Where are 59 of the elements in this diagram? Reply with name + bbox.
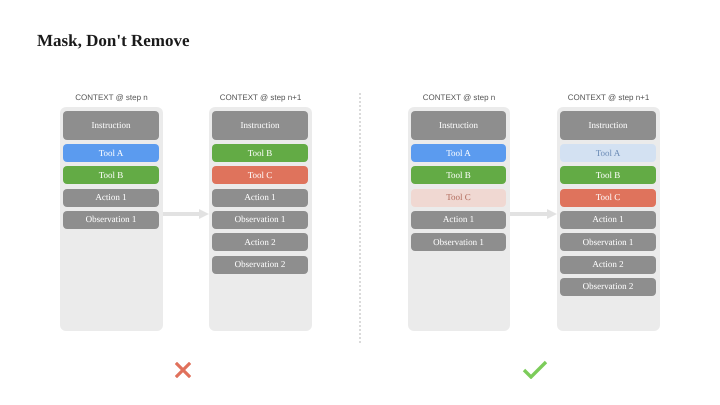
block-label: Tool B [596, 170, 620, 181]
context-block [560, 144, 656, 162]
block-label: Action 2 [244, 236, 276, 248]
block-label: Action 2 [592, 259, 624, 270]
block-label: Tool C [446, 192, 471, 204]
context-block [411, 111, 506, 140]
block-label: Observation 1 [582, 236, 634, 248]
context-block [560, 233, 656, 252]
context-block [212, 188, 308, 207]
title: Mask, Don't Remove [37, 31, 190, 51]
context-block [560, 278, 656, 296]
context-block [212, 144, 308, 162]
context-block [212, 210, 308, 229]
block-label: Observation 1 [234, 214, 286, 226]
block-label: Tool B [98, 170, 124, 181]
block-label: Tool C [248, 170, 272, 181]
context-block [212, 256, 308, 274]
context-block [212, 233, 308, 252]
context-block [63, 111, 159, 140]
block-label: Instruction [240, 120, 280, 131]
arrow [510, 209, 557, 219]
panel-heading: CONTEXT @ step n [422, 93, 496, 103]
context-block [411, 233, 506, 252]
block-label: Observation 1 [433, 236, 484, 248]
block-label: Tool C [596, 192, 620, 204]
block-label: Observation 1 [86, 214, 136, 226]
block-label: Action 1 [95, 192, 127, 204]
block-label: Action 1 [244, 192, 276, 204]
block-label: Tool A [446, 148, 471, 158]
context-block [212, 111, 308, 140]
panel-heading: CONTEXT @ step n+1 [220, 93, 302, 103]
block-label: Tool A [596, 148, 620, 158]
context-block [411, 144, 506, 162]
context-block [63, 144, 159, 162]
context-block [560, 256, 656, 274]
block-label: Instruction [588, 120, 628, 131]
context-block [63, 210, 159, 229]
block-label: Observation 2 [582, 281, 634, 292]
block-label: Instruction [92, 120, 130, 131]
arrow [163, 209, 209, 219]
context-block [63, 166, 159, 184]
context-block [212, 166, 308, 184]
block-label: Instruction [439, 120, 478, 131]
context-block [411, 188, 506, 207]
block-label: Action 1 [592, 214, 624, 226]
context-block [411, 210, 506, 229]
block-label: Tool A [98, 148, 124, 158]
panel-heading: CONTEXT @ step n [75, 93, 148, 103]
context-block [560, 188, 656, 207]
context-block [560, 210, 656, 229]
block-label: Tool B [446, 170, 471, 181]
block-label: Action 1 [442, 214, 474, 226]
context-block [411, 166, 506, 184]
context-block [63, 188, 159, 207]
context-block [560, 166, 656, 184]
block-label: Observation 2 [234, 259, 286, 270]
block-label: Tool B [248, 148, 272, 158]
context-block [560, 111, 656, 140]
panel-heading: CONTEXT @ step n+1 [568, 93, 650, 103]
